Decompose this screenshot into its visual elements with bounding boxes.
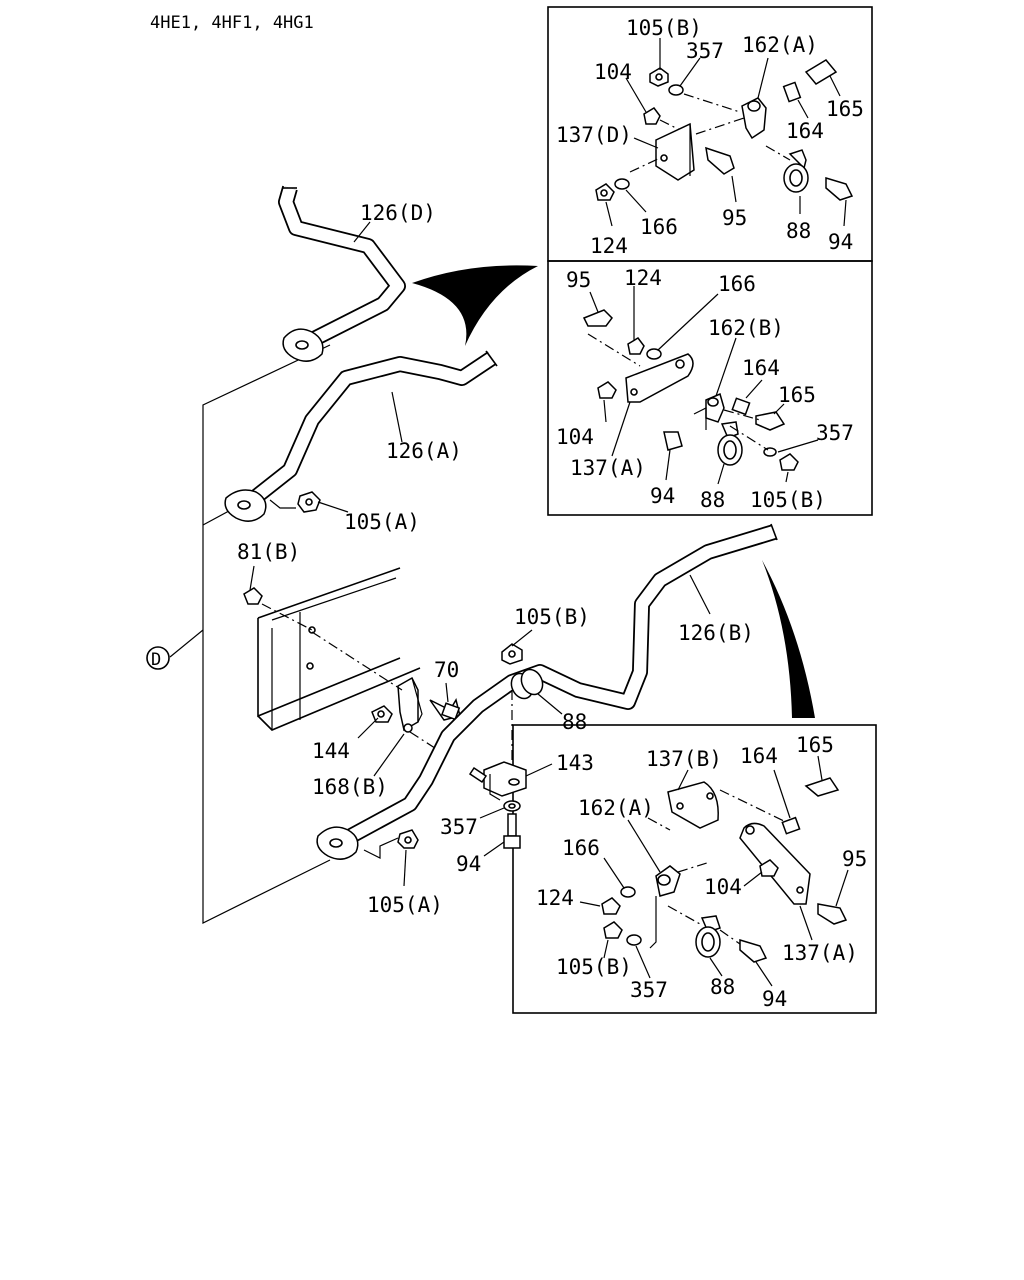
box-bot-label-124: 124 (536, 886, 574, 910)
box-mid-label-104: 104 (556, 425, 594, 449)
label-144: 144 (312, 739, 350, 763)
box-bot-label-162a: 162(A) (578, 796, 654, 820)
box-top-label-88: 88 (786, 219, 811, 243)
box-mid-label-94: 94 (650, 484, 675, 508)
box-mid-leaders (589, 286, 819, 485)
bolt-81b (243, 587, 313, 631)
detail-box-126b (512, 724, 877, 1014)
pipe-126d (278, 185, 406, 348)
box-mid-label-164: 164 (742, 356, 780, 380)
box-mid-label-165: 165 (778, 383, 816, 407)
box-top-label-94: 94 (828, 230, 853, 254)
box-top-label-95: 95 (722, 206, 747, 230)
box-mid-label-124: 124 (624, 266, 662, 290)
box-bot-label-164: 164 (740, 744, 778, 768)
svg-text:D: D (151, 650, 161, 670)
box-mid-label-105b: 105(B) (750, 488, 826, 512)
label-105a-top: 105(A) (344, 510, 420, 534)
box-top-parts (595, 59, 854, 201)
callout-d-marker: D (146, 646, 170, 670)
engine-models-title: 4HE1, 4HF1, 4HG1 (150, 13, 314, 33)
box-bot-label-104: 104 (704, 875, 742, 899)
pipe-126b (336, 523, 778, 850)
frame-rail (257, 567, 421, 731)
box-top-label-165: 165 (826, 97, 864, 121)
box-mid-label-166: 166 (718, 272, 756, 296)
flange-126b (316, 826, 359, 860)
label-70: 70 (434, 658, 459, 682)
box-bot-label-94: 94 (762, 987, 787, 1011)
hanger-143 (468, 761, 527, 801)
box-bot-label-165: 165 (796, 733, 834, 757)
box-mid-label-357: 357 (816, 421, 854, 445)
box-bot-label-166: 166 (562, 836, 600, 860)
box-top-label-166: 166 (640, 215, 678, 239)
label-88: 88 (562, 710, 587, 734)
label-105a-bottom: 105(A) (367, 893, 443, 917)
main-leader-lines (249, 221, 711, 887)
label-94: 94 (456, 852, 481, 876)
washer-357 (503, 800, 521, 812)
label-126a: 126(A) (386, 439, 462, 463)
arrow-to-box-126d (412, 265, 538, 346)
box-bot-parts (601, 777, 848, 963)
box-top-label-162a: 162(A) (742, 33, 818, 57)
box-bot-label-357: 357 (630, 978, 668, 1002)
pipe-126a (247, 350, 498, 507)
nut-105a-bottom (363, 829, 419, 859)
box-bot-label-137b: 137(B) (646, 747, 722, 771)
nut-105b (501, 643, 523, 665)
bolt-94 (503, 813, 521, 849)
box-bot-label-88: 88 (710, 975, 735, 999)
box-top-label-104: 104 (594, 60, 632, 84)
box-bot-label-137a: 137(A) (782, 941, 858, 965)
label-126b: 126(B) (678, 621, 754, 645)
label-143: 143 (556, 751, 594, 775)
box-bot-label-95: 95 (842, 847, 867, 871)
box-bot-leaders (579, 755, 849, 987)
detail-box-126a (547, 260, 873, 516)
box-top-label-164: 164 (786, 119, 824, 143)
nut-105a-top (269, 491, 321, 513)
box-mid-label-88: 88 (700, 488, 725, 512)
box-mid-label-95: 95 (566, 268, 591, 292)
label-105b: 105(B) (514, 605, 590, 629)
flange-126d (282, 328, 324, 362)
flange-126a (224, 489, 267, 522)
box-bot-label-105b: 105(B) (556, 955, 632, 979)
label-81b: 81(B) (237, 540, 300, 564)
label-168b: 168(B) (312, 775, 388, 799)
box-top-label-357: 357 (686, 39, 724, 63)
clamp-88 (510, 668, 544, 760)
box-mid-parts (582, 309, 799, 471)
bracket-168b (311, 631, 439, 751)
bolt-70 (429, 698, 461, 721)
box-top-label-137d: 137(D) (556, 123, 632, 147)
box-top-label-105b: 105(B) (626, 16, 702, 40)
arrow-to-box-126b (762, 560, 815, 718)
box-mid-label-137a: 137(A) (570, 456, 646, 480)
box-top-leaders (605, 38, 847, 227)
label-126d: 126(D) (360, 201, 436, 225)
box-top-label-124: 124 (590, 234, 628, 258)
nut-144 (371, 705, 393, 723)
box-mid-label-162b: 162(B) (708, 316, 784, 340)
label-357: 357 (440, 815, 478, 839)
